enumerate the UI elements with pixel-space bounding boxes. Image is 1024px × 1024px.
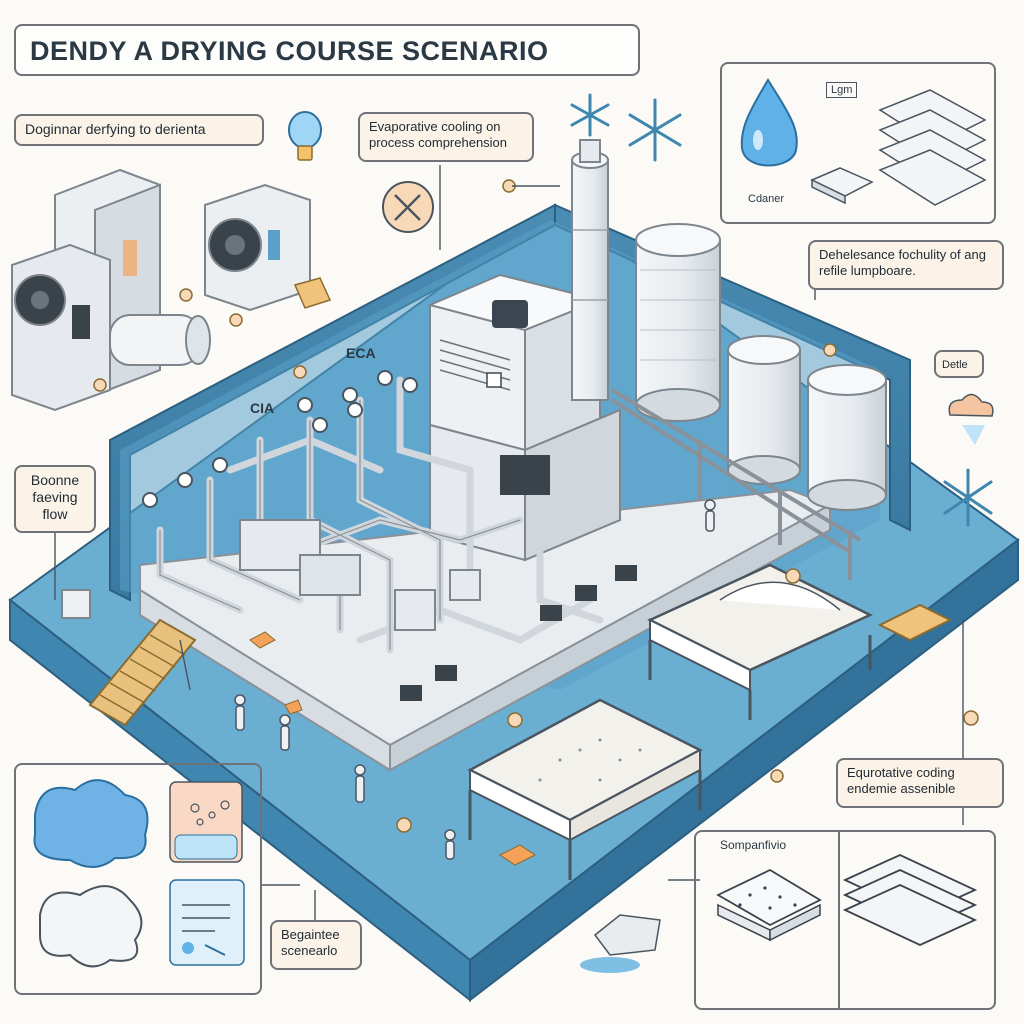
sponge-small [810,167,874,205]
worker-figures [234,499,716,860]
panel-comparative-title: Sompanfivio [720,838,787,852]
label-beginning-scenario-text: Begaintee scenearlo [281,927,340,958]
sign-cia: CIA [250,400,275,416]
panel-absorbent-samples [14,763,262,995]
title-banner: DENDY A DRYING COURSE SCENARIO [14,24,640,76]
snowflake-icon [570,93,993,527]
label-otello: Detle [934,350,984,378]
storage-tank-large [635,223,721,422]
compass-icon [382,181,434,233]
page-title: DENDY A DRYING COURSE SCENARIO [30,36,549,66]
dotted-cloth-stack [716,868,822,942]
cloud-icon [948,393,994,445]
label-evaporative-ensemble: Equrotative coding endemie assenible [836,758,1004,808]
panel-absorbent-materials [720,62,996,224]
storage-tank-small [807,364,887,511]
document-card [169,879,245,966]
drying-bed-back [647,563,873,720]
droplet-icon [740,78,798,167]
conveyor-machines [239,519,637,701]
storage-tank-medium [727,335,801,485]
blue-sponge-blob [33,779,149,868]
folded-towels-stack [878,89,987,206]
bubbles-card [169,781,243,863]
label-beginner-drying: Doginnar derfying to derienta [14,114,264,146]
chimney-column [571,139,609,401]
label-reversing-flow-text: Boonne faeving flow [30,472,80,522]
outdoor-unit-small [204,183,332,312]
plain-cloth-stack [842,854,978,946]
label-beginner-drying-text: Doginnar derfying to derienta [25,121,206,137]
staircase [61,589,197,727]
outdoor-unit-tall [11,168,211,412]
label-evaporative-cooling-text: Evaporative cooling on process comprehen… [369,119,508,150]
orange-pads [249,631,536,866]
label-beginning-scenario: Begaintee scenearlo [270,920,362,970]
label-dehumidification-text: Dehelesance fochulity of ang refile lump… [819,247,986,278]
label-evaporative-ensemble-text: Equrotative coding endemie assenible [847,765,956,796]
white-sponge-blob [39,885,143,968]
lightbulb-icon [288,111,322,161]
sign-eca: ECA [346,345,376,361]
panel-comparative-divider [838,832,840,1008]
orange-markers [93,179,979,833]
pallet-right [877,603,953,642]
drying-bed-front [467,698,703,880]
label-reversing-flow: Boonne faeving flow [14,465,96,533]
label-evaporative-cooling: Evaporative cooling on process comprehen… [358,112,534,162]
wall-gauges [142,370,418,508]
panel-light-label: Lgm [826,82,858,98]
label-otello-text: Detle [942,359,968,371]
panel-cleaner-label: Cdaner [748,193,785,205]
panel-comparative [694,830,996,1010]
ice-block-icon [580,914,661,973]
label-dehumidification: Dehelesance fochulity of ang refile lump… [808,240,1004,290]
tank-pipe-rack [610,388,862,580]
